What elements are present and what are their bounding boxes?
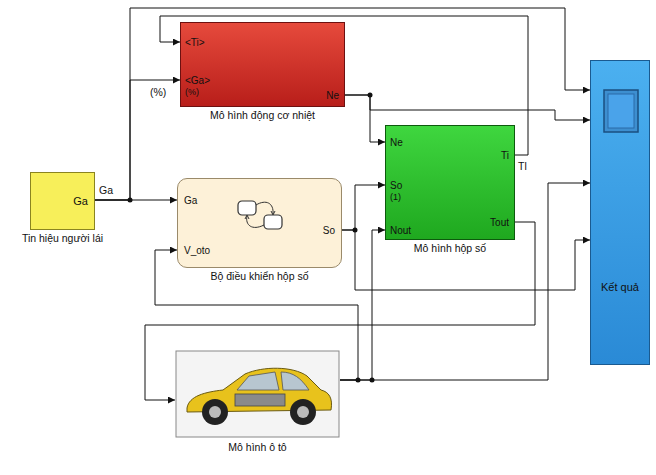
car-illustration (175, 350, 340, 438)
port-label: Ti (501, 150, 509, 162)
branch-dot (356, 378, 361, 383)
source-block: GaTin hiệu người lái (30, 172, 95, 230)
port-label: (1) (390, 191, 401, 203)
port-label: So (323, 225, 335, 237)
branch-dot (353, 228, 358, 233)
port-label: <Ga> (185, 75, 210, 87)
signal-line (95, 8, 590, 200)
block-caption: Mô hình ô tô (228, 441, 286, 454)
branch-dot (370, 378, 375, 383)
block-caption: Tin hiệu người lái (22, 232, 103, 245)
branch-dot (128, 198, 133, 203)
port-label: So (390, 180, 402, 192)
signal-line (345, 95, 590, 120)
vehicle-subsystem: Mô hình ô tô (175, 350, 340, 438)
port-label: Ga (184, 195, 197, 207)
scope-block: Kết quả (590, 60, 650, 365)
signal-line (340, 230, 385, 380)
port-label: Tout (490, 217, 509, 229)
signal-line (345, 95, 385, 142)
signal-line (342, 185, 385, 230)
signal-name: Ga (99, 184, 113, 196)
unit-label: (%) (150, 86, 166, 98)
port-label: V_oto (184, 245, 210, 257)
stateflow-chart: GaV_otoSoBộ điều khiển hộp số (177, 178, 342, 268)
scope-screen (603, 89, 639, 133)
signal-line (95, 80, 180, 200)
block-caption: Mô hình hộp số (414, 242, 486, 255)
branch-dot (368, 93, 373, 98)
block-caption: Mô hình động cơ nhiệt (210, 109, 315, 122)
port-label: Ga (73, 195, 88, 207)
port-label: Ne (390, 137, 403, 149)
engine-subsystem: <Ti><Ga>(%)NeMô hình động cơ nhiệt (180, 22, 345, 107)
block-caption: Bộ điều khiển hộp số (210, 270, 308, 283)
port-label: Ne (326, 90, 339, 102)
gearbox-subsystem: NeSo(1)NoutTiToutMô hình hộp số (385, 125, 515, 240)
port-label: <Ti> (185, 37, 205, 49)
stateflow-icon (236, 195, 286, 237)
signal-name: Tl (518, 160, 527, 172)
port-label: Kết quả (591, 281, 649, 293)
port-label: Nout (390, 225, 411, 237)
port-label: (%) (185, 86, 199, 98)
